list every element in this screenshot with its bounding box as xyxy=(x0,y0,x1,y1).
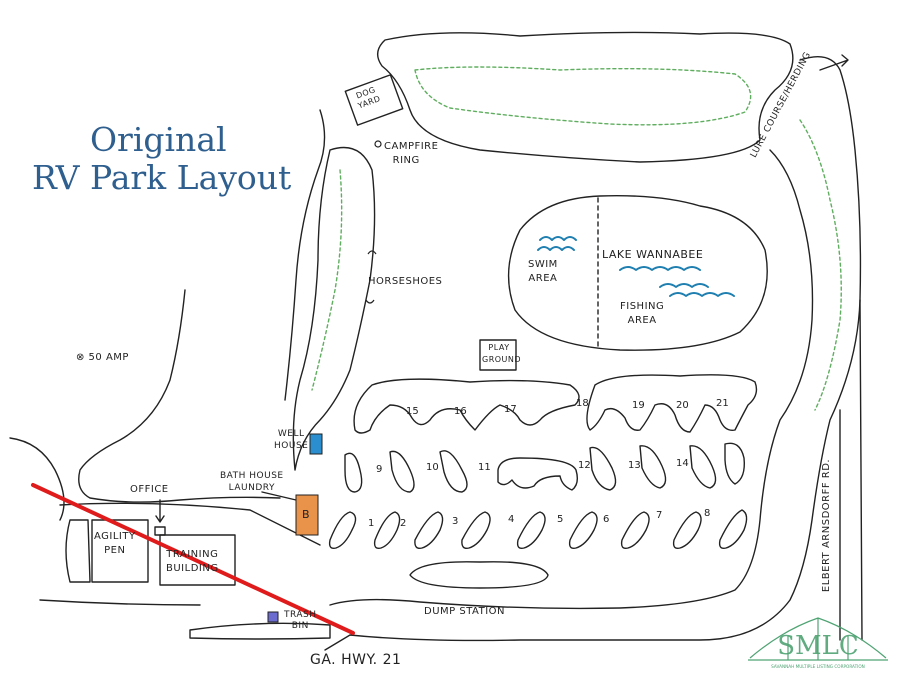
smlc-logo: SMLC SAVANNAH MULTIPLE LISTING CORPORATI… xyxy=(748,617,888,669)
site-number: 8 xyxy=(704,508,711,519)
site-number: 1 xyxy=(368,518,375,529)
lake-label: LAKE WANNABEE xyxy=(602,248,704,261)
west-boundary xyxy=(284,109,326,401)
site-number: 7 xyxy=(656,510,663,521)
site-number: 3 xyxy=(452,516,459,527)
site-number: 4 xyxy=(508,514,515,525)
far-west-woods xyxy=(78,289,281,503)
training-building xyxy=(159,534,236,586)
smlc-logo-text: SMLC xyxy=(777,631,859,661)
site-number: 18 xyxy=(576,398,589,409)
site-number: 12 xyxy=(578,460,591,471)
site-number: 11 xyxy=(478,462,491,473)
trash-bin xyxy=(267,611,279,623)
east-woods-inner xyxy=(329,149,814,610)
highway-label: GA. HWY. 21 xyxy=(310,652,402,668)
office-arrow xyxy=(155,499,165,523)
west-trail xyxy=(311,169,343,391)
site-number: 21 xyxy=(716,398,729,409)
site-number: 17 xyxy=(504,404,517,415)
north-woods xyxy=(377,31,794,163)
west-woods xyxy=(292,146,376,471)
horseshoes-label: HORSESHOES xyxy=(368,276,443,287)
agility-pen xyxy=(65,519,91,583)
site-number: 2 xyxy=(400,518,407,529)
east-trail xyxy=(799,119,842,411)
site-number: 20 xyxy=(676,400,689,411)
road-left xyxy=(39,599,201,606)
dump-station-label: DUMP STATION xyxy=(424,606,506,617)
smlc-logo-subtext: SAVANNAH MULTIPLE LISTING CORPORATION xyxy=(771,664,865,669)
dog-yard-box xyxy=(344,74,404,126)
site-number: 14 xyxy=(676,458,689,469)
site-number: 5 xyxy=(557,514,564,525)
agility-pen-area xyxy=(91,519,149,583)
fifty-amp-label: ⊗ 50 AMP xyxy=(76,352,129,363)
elbert-road xyxy=(839,299,863,641)
site-number: 15 xyxy=(406,406,419,417)
bath-house-letter: B xyxy=(302,508,311,521)
site-number: 13 xyxy=(628,460,641,471)
site-number: 9 xyxy=(376,464,383,475)
water-waves xyxy=(537,236,735,297)
well-house xyxy=(309,433,323,455)
bath-leader xyxy=(261,491,297,501)
playground-box xyxy=(479,339,517,371)
site-number: 6 xyxy=(603,514,610,525)
far-west-inner xyxy=(9,437,65,521)
title-line-1: Original xyxy=(90,120,227,159)
title-line-2: RV Park Layout xyxy=(32,158,292,197)
site-number: 19 xyxy=(632,400,645,411)
east-woods xyxy=(324,56,862,651)
strike-through-line xyxy=(31,483,355,635)
north-woods-inner xyxy=(414,66,752,126)
office-box xyxy=(154,526,166,536)
bath-house xyxy=(295,494,319,536)
site-number: 16 xyxy=(454,406,467,417)
dump-station-loop xyxy=(409,561,549,589)
office-label: OFFICE xyxy=(130,484,169,495)
lake-outline xyxy=(507,195,768,351)
lure-arrow xyxy=(819,54,849,71)
campsite-pads xyxy=(328,374,758,550)
campfire-symbol xyxy=(374,140,382,148)
horseshoe-symbol xyxy=(365,250,377,304)
site-number: 10 xyxy=(426,462,439,473)
elbert-road-label: ELBERT ARNSDORFF RD. xyxy=(821,458,833,593)
road-bottom xyxy=(189,622,331,640)
